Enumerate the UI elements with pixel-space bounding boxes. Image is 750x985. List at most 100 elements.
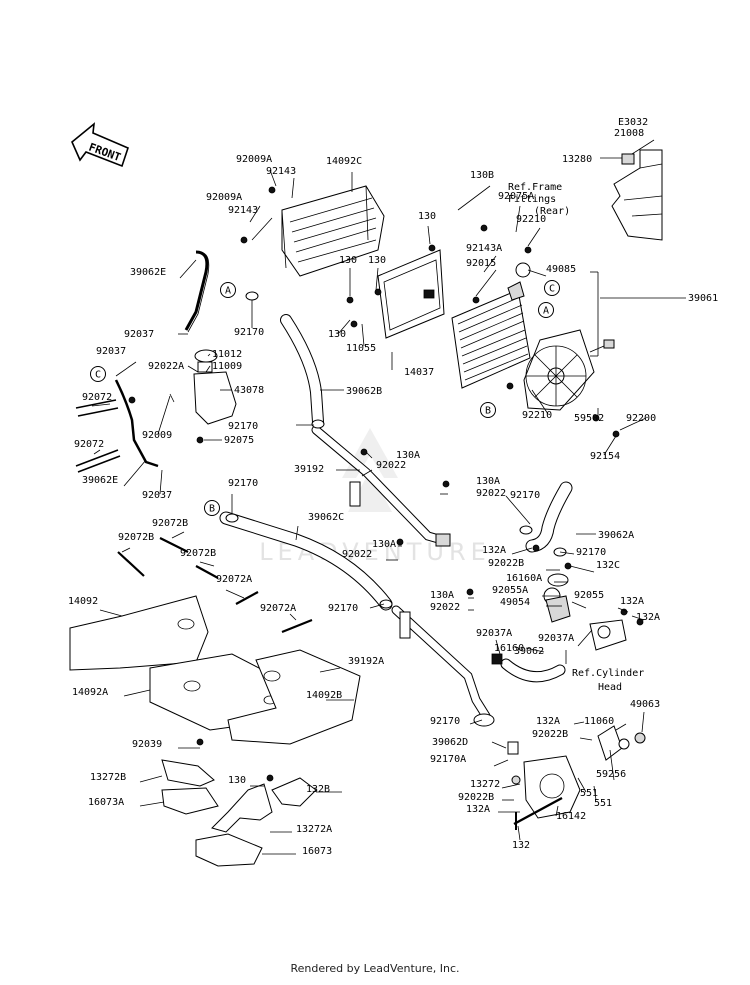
part-number-label[interactable]: 16073 (302, 846, 332, 857)
part-number-label[interactable]: 92075A (498, 191, 534, 202)
part-number-label[interactable]: 92022 (376, 460, 406, 471)
part-number-label[interactable]: 13280 (562, 154, 592, 165)
part-number-label[interactable]: 92015 (466, 258, 496, 269)
part-number-label[interactable]: 14092B (306, 690, 342, 701)
part-number-label[interactable]: 130 (418, 211, 436, 222)
part-number-label[interactable]: 39062C (308, 512, 344, 523)
part-number-label[interactable]: 49085 (546, 264, 576, 275)
part-number-label[interactable]: 132A (482, 545, 506, 556)
part-number-label[interactable]: 92154 (590, 451, 620, 462)
part-number-label[interactable]: 59256 (596, 769, 626, 780)
part-number-label[interactable]: 130A (476, 476, 500, 487)
part-number-label[interactable]: 92037 (124, 329, 154, 340)
part-number-label[interactable]: 39061 (688, 293, 718, 304)
part-number-label[interactable]: 92055A (492, 585, 528, 596)
part-number-label[interactable]: 39062A (598, 530, 634, 541)
part-number-label[interactable]: 92170 (510, 490, 540, 501)
part-number-label[interactable]: 92039 (132, 739, 162, 750)
part-number-label[interactable]: 92022A (148, 361, 184, 372)
part-number-label[interactable]: 92009A (236, 154, 272, 165)
part-number-label[interactable]: 551 (594, 798, 612, 809)
part-number-label[interactable]: 92170 (576, 547, 606, 558)
part-number-label[interactable]: 92170 (234, 327, 264, 338)
part-number-label[interactable]: 21008 (614, 128, 644, 139)
part-number-label[interactable]: 92072 (82, 392, 112, 403)
part-number-label[interactable]: 92210 (516, 214, 546, 225)
part-number-label[interactable]: 92072B (180, 548, 216, 559)
part-number-label[interactable]: 13272A (296, 824, 332, 835)
part-number-label[interactable]: 130A (396, 450, 420, 461)
part-number-label[interactable]: 130 (339, 255, 357, 266)
part-number-label[interactable]: 92022B (488, 558, 524, 569)
part-number-label[interactable]: 92143 (266, 166, 296, 177)
part-number-label[interactable]: 132B (306, 784, 330, 795)
part-number-label[interactable]: 92022 (342, 549, 372, 560)
part-number-label[interactable]: 130 (328, 329, 346, 340)
part-number-label[interactable]: 11055 (346, 343, 376, 354)
part-number-label[interactable]: 132A (620, 596, 644, 607)
part-number-label[interactable]: 92009A (206, 192, 242, 203)
part-number-label[interactable]: 92055 (574, 590, 604, 601)
part-number-label[interactable]: 39192A (348, 656, 384, 667)
part-number-label[interactable]: 39062E (130, 267, 166, 278)
part-number-label[interactable]: 92170 (228, 421, 258, 432)
part-number-label[interactable]: 14092 (68, 596, 98, 607)
part-number-label[interactable]: 49063 (630, 699, 660, 710)
part-number-label[interactable]: 92170A (430, 754, 466, 765)
part-number-label[interactable]: 92075 (224, 435, 254, 446)
part-number-label[interactable]: 92037A (538, 633, 574, 644)
part-number-label[interactable]: 16142 (556, 811, 586, 822)
part-number-label[interactable]: 92037 (96, 346, 126, 357)
part-number-label[interactable]: 11060 (584, 716, 614, 727)
part-number-label[interactable]: 92072B (118, 532, 154, 543)
part-number-label[interactable]: 49054 (500, 597, 530, 608)
part-number-label[interactable]: 92072A (216, 574, 252, 585)
part-number-label[interactable]: 14092C (326, 156, 362, 167)
part-number-label[interactable]: 92170 (328, 603, 358, 614)
part-number-label[interactable]: 39062E (82, 475, 118, 486)
part-number-label[interactable]: 39062D (432, 737, 468, 748)
part-number-label[interactable]: 11009 (212, 361, 242, 372)
part-number-label[interactable]: 92210 (522, 410, 552, 421)
part-number-label[interactable]: 14092A (72, 687, 108, 698)
part-number-label[interactable]: 92022 (430, 602, 460, 613)
part-number-label[interactable]: 92022B (458, 792, 494, 803)
part-number-label[interactable]: 92009 (142, 430, 172, 441)
part-number-label[interactable]: 16073A (88, 797, 124, 808)
part-number-label[interactable]: 130 (228, 775, 246, 786)
part-number-label[interactable]: 13272 (470, 779, 500, 790)
part-number-label[interactable]: 92022 (476, 488, 506, 499)
part-number-label[interactable]: 39062 (514, 646, 544, 657)
part-number-label[interactable]: 132A (536, 716, 560, 727)
part-number-label[interactable]: 92072B (152, 518, 188, 529)
part-number-label[interactable]: 11012 (212, 349, 242, 360)
part-number-label[interactable]: 16160 (494, 643, 524, 654)
part-number-label[interactable]: 92037 (142, 490, 172, 501)
part-number-label[interactable]: 92143A (466, 243, 502, 254)
part-number-label[interactable]: 92072A (260, 603, 296, 614)
part-number-label[interactable]: 130A (372, 539, 396, 550)
part-number-label[interactable]: 551 (580, 788, 598, 799)
part-number-label[interactable]: 92037A (476, 628, 512, 639)
part-number-label[interactable]: 43078 (234, 385, 264, 396)
part-number-label[interactable]: 92022B (532, 729, 568, 740)
part-number-label[interactable]: 92170 (430, 716, 460, 727)
part-number-label[interactable]: 92143 (228, 205, 258, 216)
leader-line (123, 459, 147, 487)
part-number-label[interactable]: 59502 (574, 413, 604, 424)
part-number-label[interactable]: 16160A (506, 573, 542, 584)
part-number-label[interactable]: 39192 (294, 464, 324, 475)
part-number-label[interactable]: 130B (470, 170, 494, 181)
part-number-label[interactable]: 14037 (404, 367, 434, 378)
part-number-label[interactable]: 13272B (90, 772, 126, 783)
part-number-label[interactable]: 92200 (626, 413, 656, 424)
part-number-label[interactable]: 130A (430, 590, 454, 601)
part-number-label[interactable]: 132A (636, 612, 660, 623)
part-number-label[interactable]: 130 (368, 255, 386, 266)
part-number-label[interactable]: 132C (596, 560, 620, 571)
part-number-label[interactable]: 39062B (346, 386, 382, 397)
part-number-label[interactable]: 92072 (74, 439, 104, 450)
part-number-label[interactable]: 132A (466, 804, 490, 815)
part-number-label[interactable]: 92170 (228, 478, 258, 489)
part-number-label[interactable]: 132 (512, 840, 530, 851)
